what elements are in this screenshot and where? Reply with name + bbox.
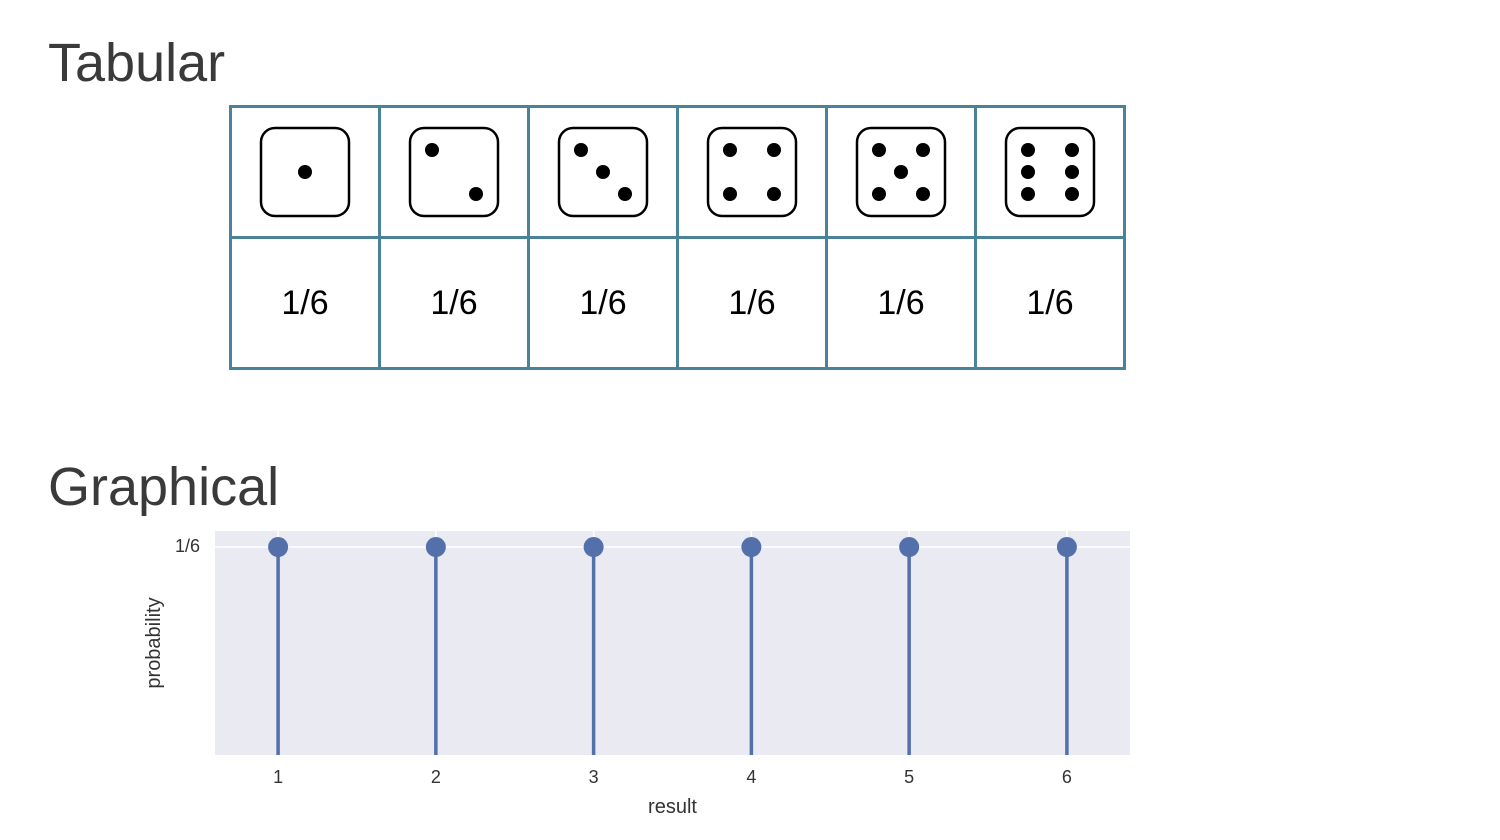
y-tick-label: 1/6 [175, 536, 200, 556]
die-pip [894, 165, 908, 179]
die-one-icon [259, 126, 351, 218]
probability-table: 1/6 1/6 1/6 1/6 1/6 1/6 [229, 105, 1126, 370]
stem-marker [268, 537, 289, 558]
y-axis-label: probability [143, 597, 165, 688]
probability-cell: 1/6 [676, 236, 828, 370]
x-tick-label: 2 [431, 767, 441, 787]
die-pip [916, 143, 930, 157]
die-pip [872, 187, 886, 201]
die-four-icon [706, 126, 798, 218]
face-cell-4 [676, 105, 828, 239]
x-tick-label: 1 [273, 767, 283, 787]
die-pip [767, 143, 781, 157]
face-cell-2 [378, 105, 530, 239]
stem-marker [1056, 537, 1077, 558]
die-outline [706, 126, 798, 218]
x-axis-label: result [648, 796, 697, 818]
die-pip [596, 165, 610, 179]
probability-cell: 1/6 [825, 236, 977, 370]
die-faces-row [229, 105, 1126, 239]
die-pip [916, 187, 930, 201]
probability-cell: 1/6 [974, 236, 1126, 370]
die-pip [1021, 187, 1035, 201]
die-pip [1021, 165, 1035, 179]
die-pip [425, 143, 439, 157]
die-pip [723, 143, 737, 157]
die-pip [298, 165, 312, 179]
die-pip [469, 187, 483, 201]
stem-marker [583, 537, 604, 558]
stem-chart: 1 2 3 4 5 6 1/6 result probability [143, 531, 1130, 818]
x-tick-label: 6 [1062, 767, 1072, 787]
die-pip [574, 143, 588, 157]
probability-cell: 1/6 [378, 236, 530, 370]
die-pip [872, 143, 886, 157]
graphical-heading: Graphical [48, 457, 280, 517]
die-pip [1021, 143, 1035, 157]
probability-cell: 1/6 [229, 236, 381, 370]
die-pip [767, 187, 781, 201]
face-cell-5 [825, 105, 977, 239]
probabilities-row: 1/6 1/6 1/6 1/6 1/6 1/6 [229, 236, 1126, 370]
face-cell-6 [974, 105, 1126, 239]
die-pip [1065, 187, 1079, 201]
stem-marker [425, 537, 446, 558]
x-tick-label: 3 [589, 767, 599, 787]
probability-cell: 1/6 [527, 236, 679, 370]
die-pip [723, 187, 737, 201]
die-six-icon [1004, 126, 1096, 218]
die-pip [618, 187, 632, 201]
die-outline [408, 126, 500, 218]
die-five-icon [855, 126, 947, 218]
plot-area [215, 531, 1130, 755]
face-cell-1 [229, 105, 381, 239]
stem-marker [899, 537, 920, 558]
face-cell-3 [527, 105, 679, 239]
die-pip [1065, 143, 1079, 157]
die-two-icon [408, 126, 500, 218]
tabular-heading: Tabular [48, 33, 226, 93]
x-tick-label: 5 [904, 767, 914, 787]
die-outline [1004, 126, 1096, 218]
x-tick-label: 4 [746, 767, 756, 787]
stem-marker [741, 537, 762, 558]
die-three-icon [557, 126, 649, 218]
die-pip [1065, 165, 1079, 179]
